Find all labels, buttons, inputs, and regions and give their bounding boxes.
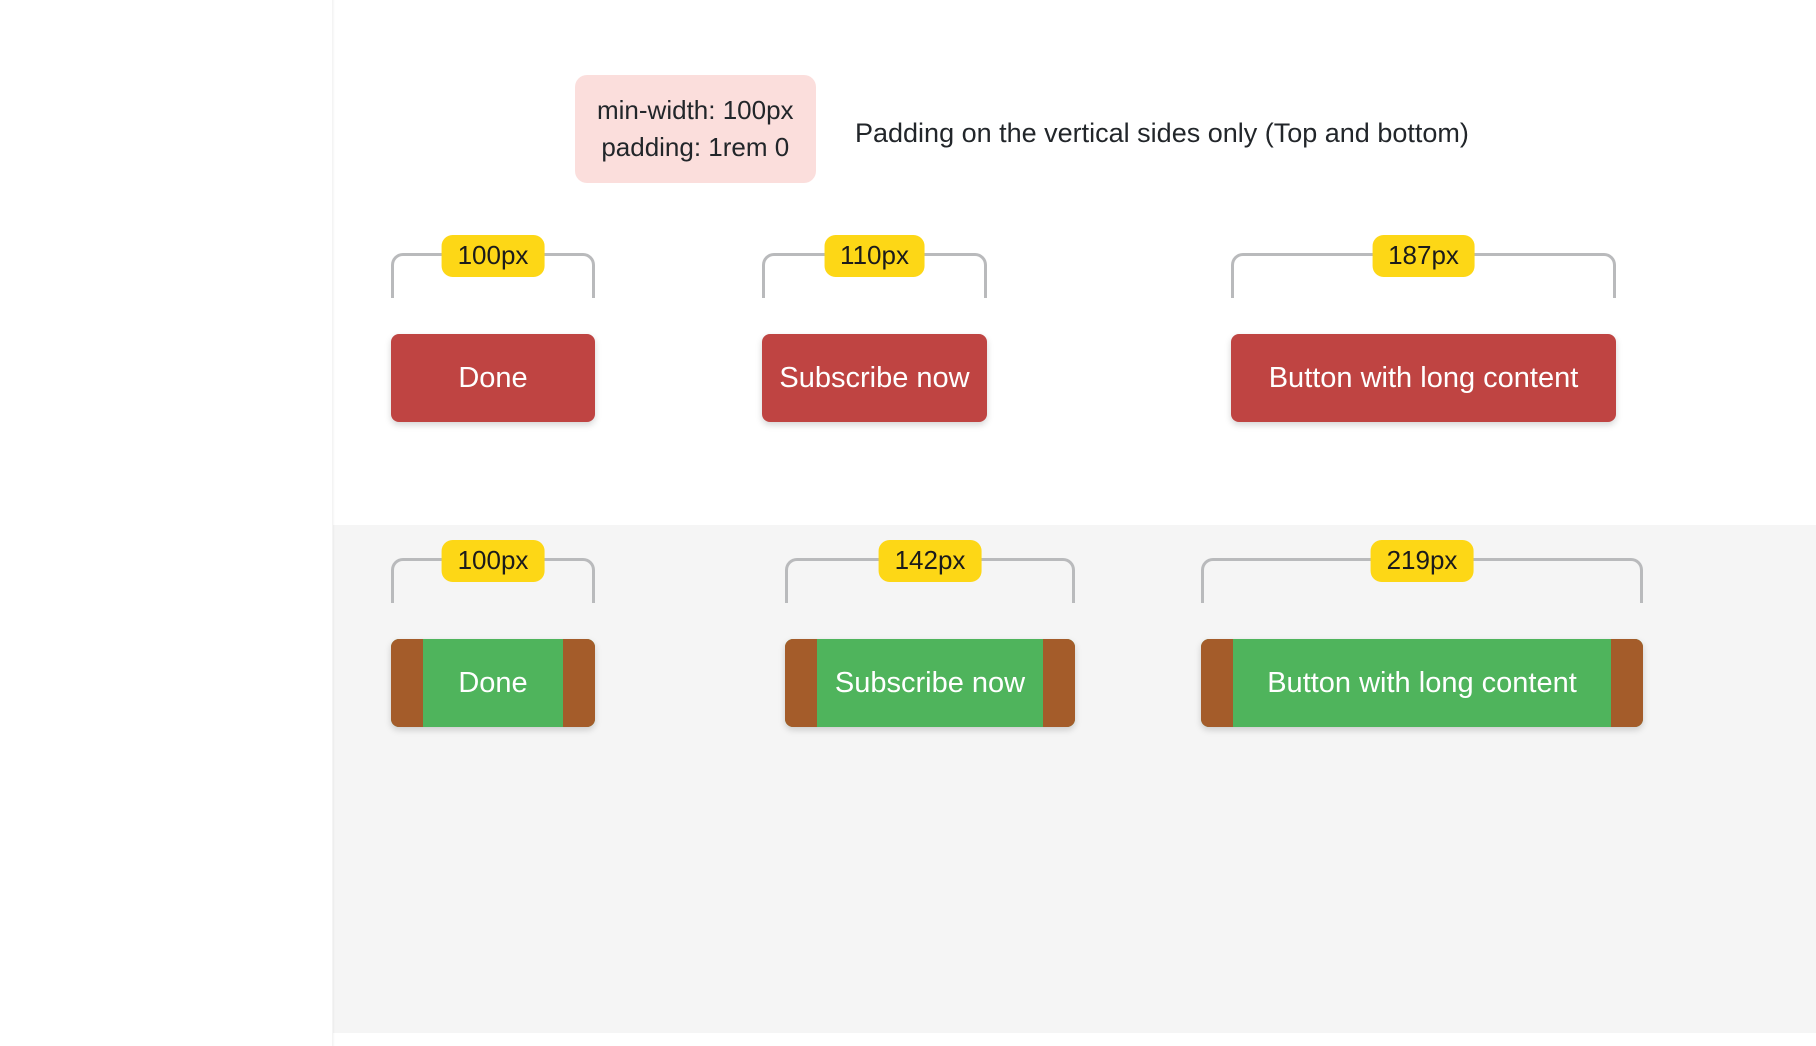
bad-section-content: min-width: 100px padding: 1rem 0 Padding… xyxy=(333,0,1816,525)
padding-left-block xyxy=(391,639,423,727)
good-button-3-label: Button with long content xyxy=(1233,639,1611,727)
good-button-1-label: Done xyxy=(423,639,563,727)
bad-css-note: min-width: 100px padding: 1rem 0 xyxy=(575,75,816,183)
bad-button-2[interactable]: Subscribe now xyxy=(762,334,987,422)
padding-right-block xyxy=(1611,639,1643,727)
bad-measure-badge-2: 110px xyxy=(824,235,925,277)
bad-button-1[interactable]: Done xyxy=(391,334,595,422)
bad-button-3[interactable]: Button with long content xyxy=(1231,334,1616,422)
rail-divider xyxy=(332,0,335,1046)
bad-button-2-label: Subscribe now xyxy=(779,361,970,394)
padding-left-block xyxy=(1201,639,1233,727)
bad-button-3-label: Button with long content xyxy=(1268,361,1579,394)
good-section-content: 100px Done 142px Subscribe now 219px But… xyxy=(333,525,1816,1033)
padding-right-block xyxy=(563,639,595,727)
good-button-2[interactable]: Subscribe now xyxy=(785,639,1075,727)
bad-button-1-label: Done xyxy=(458,361,528,394)
padding-right-block xyxy=(1043,639,1075,727)
good-measure-badge-2: 142px xyxy=(878,540,982,582)
good-measure-badge-3: 219px xyxy=(1370,540,1474,582)
bad-section-caption: Padding on the vertical sides only (Top … xyxy=(855,118,1469,148)
bad-measure-badge-1: 100px xyxy=(441,235,545,277)
bad-measure-badge-3: 187px xyxy=(1372,235,1475,277)
left-rail xyxy=(0,0,333,1046)
good-example-section xyxy=(333,525,1816,1033)
bad-css-note-line-1: min-width: 100px xyxy=(597,95,794,125)
padding-left-block xyxy=(785,639,817,727)
good-button-2-label: Subscribe now xyxy=(817,639,1043,727)
good-measure-badge-1: 100px xyxy=(441,540,545,582)
good-button-1[interactable]: Done xyxy=(391,639,595,727)
good-button-3[interactable]: Button with long content xyxy=(1201,639,1643,727)
bad-css-note-line-2: padding: 1rem 0 xyxy=(601,131,790,162)
